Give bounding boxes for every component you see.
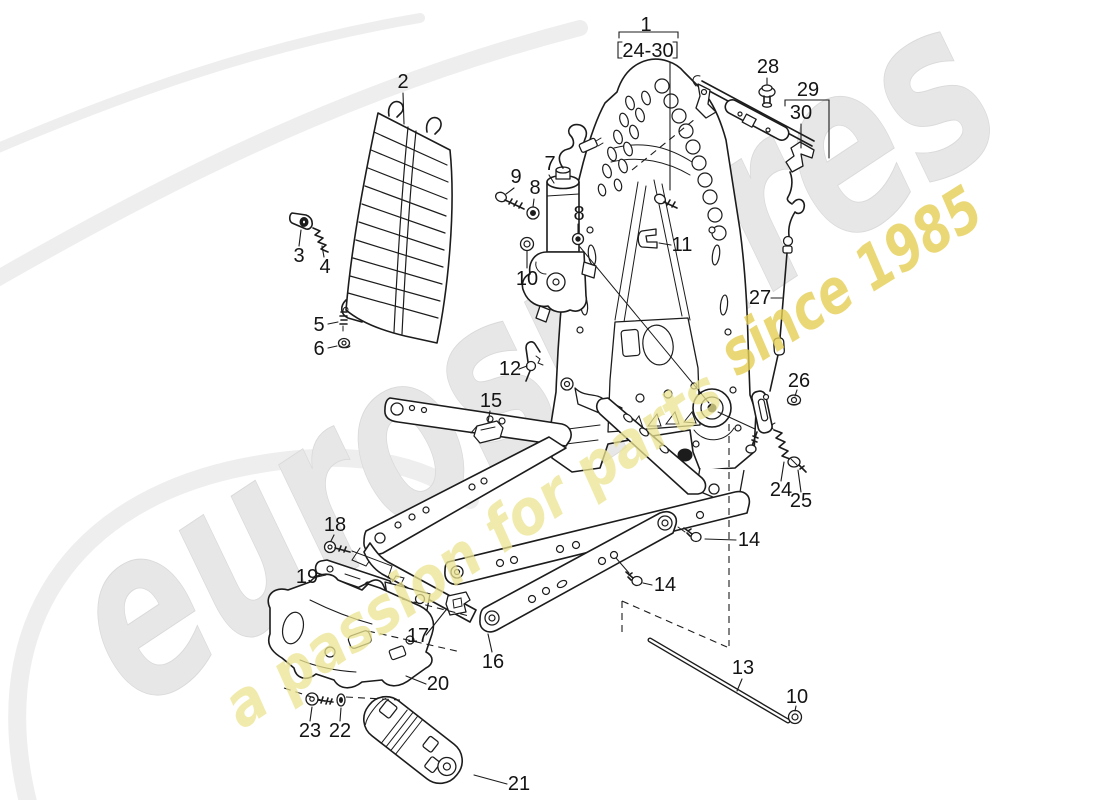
callout-17[interactable]: 17 (407, 625, 429, 647)
part-screw-25 (787, 456, 807, 473)
bracket-29 (784, 99, 830, 107)
part-side-member-16 (479, 510, 678, 633)
part-washer-8b (571, 232, 585, 246)
part-shield-20 (267, 573, 435, 689)
grid-hook (340, 299, 363, 323)
assembly-line (717, 411, 756, 430)
callout-30[interactable]: 30 (790, 102, 812, 124)
part-screw-14a (677, 526, 702, 543)
part-knob-28 (758, 84, 776, 108)
part-clamp-11 (637, 228, 658, 249)
callout-2[interactable]: 2 (397, 71, 408, 93)
callout-22[interactable]: 22 (329, 720, 351, 742)
callout-15[interactable]: 15 (480, 390, 502, 412)
callout-29[interactable]: 29 (797, 79, 819, 101)
part-screw-frame (654, 193, 678, 209)
grid-hook (387, 100, 404, 118)
callout-21[interactable]: 21 (508, 773, 530, 795)
part-motor (521, 123, 604, 323)
part-washer-8a (526, 206, 540, 220)
part-clamp-17 (445, 591, 471, 616)
part-tube-assembly-29-30 (692, 75, 815, 205)
callout-13[interactable]: 13 (732, 657, 754, 679)
part-bolt-9 (495, 191, 525, 210)
callout-20[interactable]: 20 (427, 673, 449, 695)
motor-cable (558, 123, 588, 169)
part-spring-5 (339, 306, 349, 332)
part-sleeve-3 (288, 212, 313, 230)
part-cable-27 (745, 198, 806, 454)
assembly-line (579, 246, 710, 404)
part-rod-13 (647, 637, 791, 724)
swoosh-curve (0, 20, 588, 287)
callout-27[interactable]: 27 (749, 287, 771, 309)
bracket-1 (618, 31, 679, 39)
callout-18[interactable]: 18 (324, 514, 346, 536)
part-side-member-right-inner (595, 397, 707, 495)
callout-28[interactable]: 28 (757, 56, 779, 78)
callout-23[interactable]: 23 (299, 720, 321, 742)
callout-10a[interactable]: 10 (516, 268, 538, 290)
callout-16[interactable]: 16 (482, 651, 504, 673)
drawing (267, 58, 815, 785)
cable-connector (578, 137, 598, 153)
callout-8b[interactable]: 8 (573, 203, 584, 225)
callout-8a[interactable]: 8 (529, 177, 540, 199)
part-gas-cylinder-21 (363, 695, 463, 785)
swoosh-curve (0, 13, 425, 153)
part-backrest-frame (549, 58, 757, 501)
part-side-member-left-rear (384, 397, 572, 447)
swoosh-curve (8, 448, 479, 800)
callout-25[interactable]: 25 (790, 490, 812, 512)
callout-12[interactable]: 12 (499, 358, 521, 380)
callout-14b[interactable]: 14 (654, 574, 676, 596)
callout-3[interactable]: 3 (293, 245, 304, 267)
bracket-24-30 (617, 41, 678, 59)
callout-24[interactable]: 24 (770, 479, 792, 501)
rubber-stop (677, 448, 693, 462)
part-nut-10a (519, 236, 535, 252)
part-screw-18 (323, 540, 393, 579)
part-spring-4 (312, 227, 329, 253)
part-screw-14b (615, 557, 643, 587)
part-clip-15 (470, 420, 504, 444)
part-lever-12 (525, 341, 544, 382)
callout-26[interactable]: 26 (788, 370, 810, 392)
callout-9[interactable]: 9 (510, 166, 521, 188)
frame-left-holes (597, 90, 651, 197)
callout-14a[interactable]: 14 (738, 529, 760, 551)
callout-5[interactable]: 5 (313, 314, 324, 336)
part-nut-6 (337, 337, 351, 349)
cable-turnbuckle (751, 390, 773, 434)
part-nut-26 (786, 394, 802, 406)
watermark-brand-text: eurospares (18, 0, 1044, 759)
recliner-hub (690, 382, 742, 448)
watermark-brand: eurospares (18, 0, 1045, 759)
part-side-member-left-front (351, 436, 567, 567)
callout-19[interactable]: 19 (296, 566, 318, 588)
part-nut-10b (787, 709, 803, 725)
tube-hook (786, 171, 793, 205)
callout-4[interactable]: 4 (319, 256, 330, 278)
construction-lines (283, 118, 730, 704)
callout-7[interactable]: 7 (544, 153, 555, 175)
part-washer-22 (336, 693, 346, 707)
callout-10b[interactable]: 10 (786, 686, 808, 708)
callouts: 1 24-30 2 3 4 5 6 7 9 8 8 10 11 12 15 27… (293, 14, 830, 795)
background-swooshes (0, 13, 588, 800)
callout-24-30[interactable]: 24-30 (622, 40, 673, 62)
callout-11[interactable]: 11 (672, 234, 693, 256)
callout-6[interactable]: 6 (313, 338, 324, 360)
grid-hook (425, 116, 442, 135)
callout-1[interactable]: 1 (640, 14, 651, 36)
part-backrest-grid (340, 100, 453, 344)
